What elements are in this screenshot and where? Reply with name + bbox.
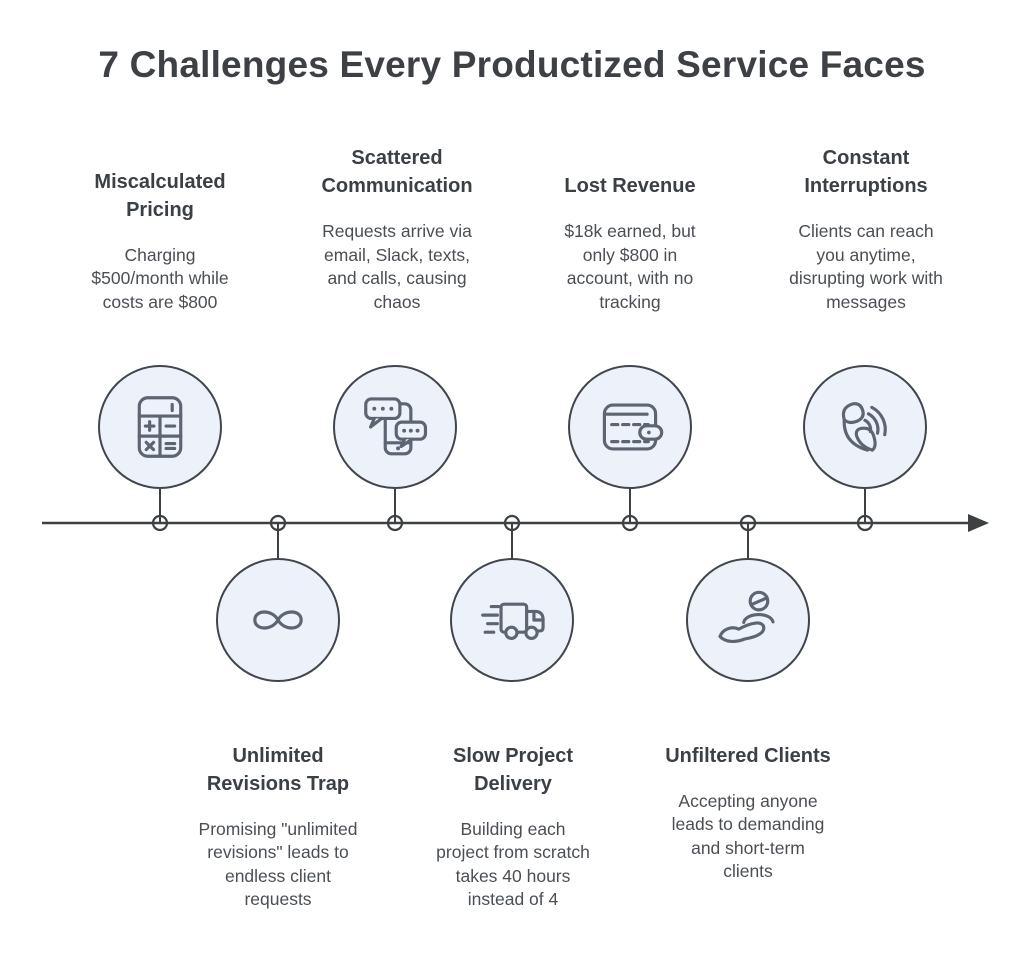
timeline-node-6 (739, 514, 757, 532)
timeline-node-5 (621, 514, 639, 532)
challenge-1-textblock: Miscalculated Pricing Charging $500/mont… (45, 138, 275, 314)
challenge-5-title: Lost Revenue (564, 175, 696, 198)
challenge-6-icon-circle (686, 558, 810, 682)
challenge-1-description: Charging $500/month while costs are $800 (91, 244, 229, 312)
chat-bubbles-phone-icon (364, 397, 428, 456)
timeline-node-1 (151, 514, 169, 532)
challenge-5-description: $18k earned, but only $800 in account, w… (564, 221, 696, 312)
calculator-icon (137, 396, 183, 458)
challenge-5-textblock: Lost Revenue $18k earned, but only $800 … (515, 138, 745, 314)
timeline-node-3 (386, 514, 404, 532)
ringing-phone-icon (841, 402, 887, 452)
challenge-3-description: Requests arrive via email, Slack, texts,… (322, 221, 472, 312)
challenge-5-icon-circle (568, 365, 692, 489)
challenge-6-description: Accepting anyone leads to demanding and … (671, 791, 825, 882)
challenge-2-title: Unlimited Revisions Trap (206, 745, 350, 795)
challenge-4-icon-circle (450, 558, 574, 682)
challenge-7-textblock: Constant Interruptions Clients can reach… (751, 138, 981, 314)
timeline-node-4 (503, 514, 521, 532)
challenge-2-icon-circle (216, 558, 340, 682)
challenge-3-title: Scattered Communication (321, 147, 473, 198)
challenge-1-title: Miscalculated Pricing (94, 170, 226, 221)
challenge-6-textblock: Unfiltered Clients Accepting anyone lead… (633, 742, 863, 922)
challenge-7-title: Constant Interruptions (804, 147, 928, 198)
timeline-node-7 (856, 514, 874, 532)
challenge-7-description: Clients can reach you anytime, disruptin… (789, 221, 943, 312)
challenge-2-description: Promising "unlimited revisions" leads to… (198, 819, 358, 910)
challenge-4-title: Slow Project Delivery (452, 745, 574, 795)
challenge-4-textblock: Slow Project Delivery Building each proj… (398, 742, 628, 922)
page-title: 7 Challenges Every Productized Service F… (98, 44, 926, 85)
challenge-1-icon-circle (98, 365, 222, 489)
challenge-7-icon-circle (803, 365, 927, 489)
timeline-arrowhead-icon (968, 514, 989, 532)
timeline-node-2 (269, 514, 287, 532)
infinity-icon (253, 610, 303, 630)
challenge-4-description: Building each project from scratch takes… (436, 819, 590, 910)
challenge-3-icon-circle (333, 365, 457, 489)
wallet-icon (602, 403, 664, 451)
challenge-3-textblock: Scattered Communication Requests arrive … (282, 138, 512, 314)
challenge-2-textblock: Unlimited Revisions Trap Promising "unli… (163, 742, 393, 922)
challenge-6-title: Unfiltered Clients (665, 745, 831, 767)
timeline (42, 489, 989, 558)
delivery-truck-icon (481, 602, 545, 640)
hand-holding-person-icon (718, 590, 775, 644)
